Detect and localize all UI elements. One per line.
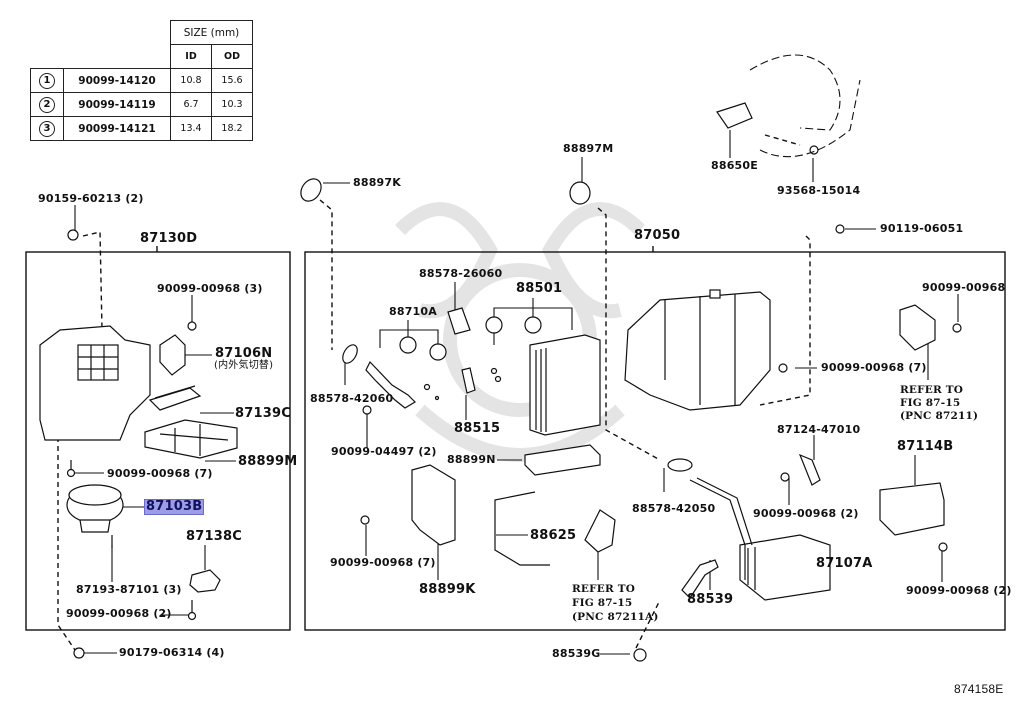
refer-note-b-line2[interactable]: FIG 87-15 — [900, 397, 961, 409]
refer-note-b-line1: REFER TO — [900, 384, 964, 396]
group-title-87130d[interactable]: 87130D — [140, 231, 198, 246]
part-label-90099-04497[interactable]: 90099-04497 (2) — [331, 445, 437, 458]
part-number-link[interactable]: 90099-14119 — [63, 92, 171, 117]
part-label-88578-42060[interactable]: 88578-42060 — [310, 392, 394, 405]
part-number-link[interactable]: 90099-14121 — [63, 116, 171, 141]
col-id: ID — [170, 44, 212, 69]
part-label-88650e[interactable]: 88650E — [711, 159, 758, 172]
right-group-box — [304, 251, 1006, 631]
part-label-87138c[interactable]: 87138C — [186, 529, 242, 544]
part-label-90099-00968-2b[interactable]: 90099-00968 (2) — [906, 584, 1012, 597]
od-value: 18.2 — [211, 116, 253, 141]
group-title-87050[interactable]: 87050 — [634, 228, 681, 243]
part-label-88539[interactable]: 88539 — [687, 592, 734, 607]
part-label-90099-00968-2[interactable]: 90099-00968 (2) — [66, 607, 172, 620]
part-label-87139c[interactable]: 87139C — [235, 406, 291, 421]
ref-circle: 3 — [39, 120, 55, 137]
part-label-90099-00968-3[interactable]: 90099-00968 (3) — [157, 282, 263, 295]
size-table: SIZE (mm) ID OD 1 90099-14120 10.8 15.6 … — [30, 20, 253, 141]
part-label-88539g[interactable]: 88539G — [552, 647, 601, 660]
refer-note-a-line1: REFER TO — [572, 583, 636, 595]
table-row: 1 90099-14120 10.8 15.6 — [30, 68, 253, 93]
od-value: 10.3 — [211, 92, 253, 117]
part-label-88899k[interactable]: 88899K — [419, 582, 476, 597]
id-value: 13.4 — [170, 116, 212, 141]
part-label-90159-60213[interactable]: 90159-60213 (2) — [38, 192, 144, 205]
refer-note-b-line3: (PNC 87211) — [900, 410, 979, 422]
part-label-87106n[interactable]: 87106N — [215, 346, 273, 361]
part-label-90099-00968-2a[interactable]: 90099-00968 (2) — [753, 507, 859, 520]
part-label-93568-15014[interactable]: 93568-15014 — [777, 184, 861, 197]
refer-note-a-line3: (PNC 87211A) — [572, 611, 659, 623]
part-label-88578-42050[interactable]: 88578-42050 — [632, 502, 716, 515]
part-label-88897k[interactable]: 88897K — [353, 176, 401, 189]
col-od: OD — [211, 44, 253, 69]
od-value: 15.6 — [211, 68, 253, 93]
refer-note-a-line2[interactable]: FIG 87-15 — [572, 597, 633, 609]
part-label-90099-00968[interactable]: 90099-00968 — [922, 281, 1006, 294]
part-label-88501[interactable]: 88501 — [516, 281, 563, 296]
left-group-box — [25, 251, 291, 631]
ref-circle: 1 — [39, 72, 55, 89]
ref-circle: 2 — [39, 96, 55, 113]
part-label-90119-06051[interactable]: 90119-06051 — [880, 222, 964, 235]
part-label-87114b[interactable]: 87114B — [897, 439, 954, 454]
part-label-87124-47010[interactable]: 87124-47010 — [777, 423, 861, 436]
part-label-90099-00968-7a[interactable]: 90099-00968 (7) — [330, 556, 436, 569]
part-label-88710a[interactable]: 88710A — [389, 305, 437, 318]
part-label-88899m[interactable]: 88899M — [238, 454, 298, 469]
part-label-87103b-highlighted[interactable]: 87103B — [143, 499, 205, 515]
part-label-88625[interactable]: 88625 — [530, 528, 577, 543]
part-note-inside-outside-air: (内外気切替) — [214, 360, 274, 371]
size-header: SIZE (mm) — [170, 20, 253, 45]
table-row: 3 90099-14121 13.4 18.2 — [30, 116, 253, 141]
part-label-87107a[interactable]: 87107A — [816, 556, 873, 571]
part-label-90099-00968-7[interactable]: 90099-00968 (7) — [107, 467, 213, 480]
id-value: 10.8 — [170, 68, 212, 93]
table-row: 2 90099-14119 6.7 10.3 — [30, 92, 253, 117]
part-label-88578-26060[interactable]: 88578-26060 — [419, 267, 503, 280]
part-label-87193-87101[interactable]: 87193-87101 (3) — [76, 583, 182, 596]
part-label-88515[interactable]: 88515 — [454, 421, 501, 436]
part-number-link[interactable]: 90099-14120 — [63, 68, 171, 93]
part-label-88899n[interactable]: 88899N — [447, 453, 496, 466]
diagram-id: 874158E — [954, 682, 1004, 696]
part-label-90099-00968-7b[interactable]: 90099-00968 (7) — [821, 361, 927, 374]
part-label-88897m[interactable]: 88897M — [563, 142, 614, 155]
part-label-90179-06314[interactable]: 90179-06314 (4) — [119, 646, 225, 659]
